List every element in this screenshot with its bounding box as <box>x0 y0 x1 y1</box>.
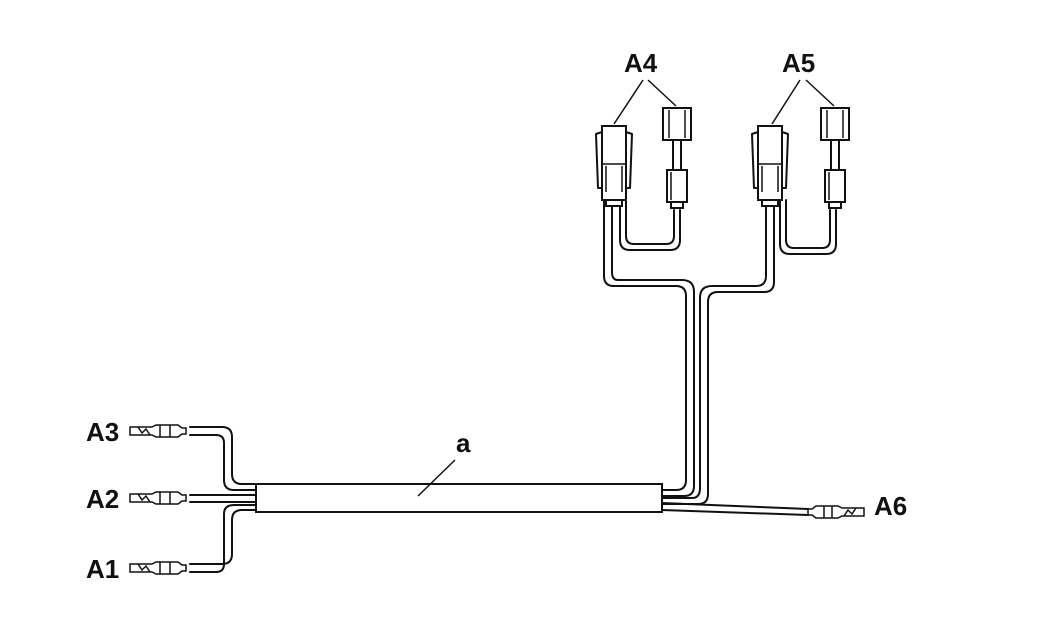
branch-a3-wire <box>189 426 257 491</box>
trunk-wires <box>603 199 775 505</box>
branch-a1-wire <box>189 504 257 573</box>
a5-leader-lines <box>771 79 835 125</box>
connector-a4-female <box>595 125 633 207</box>
terminal-a1 <box>129 561 187 575</box>
connector-a4-male <box>662 107 692 209</box>
connector-a5-male <box>820 107 850 209</box>
a4-loop-wire-inner <box>625 199 675 245</box>
harness-sleeve <box>255 483 663 513</box>
a5-loop-wire-inner <box>785 199 831 249</box>
terminal-a6 <box>807 505 865 519</box>
label-sleeve: a <box>456 428 471 458</box>
label-a3: A3 <box>86 417 119 447</box>
a4-leader-lines <box>613 79 677 125</box>
label-a6: A6 <box>874 491 907 521</box>
label-a1: A1 <box>86 554 119 584</box>
branch-a2-wire <box>189 494 257 503</box>
terminal-a2 <box>129 491 187 505</box>
sleeve-leader-line <box>417 459 456 497</box>
terminal-a3 <box>129 424 187 438</box>
label-a2: A2 <box>86 484 119 514</box>
connector-a5-female <box>751 125 789 207</box>
label-a4: A4 <box>624 48 658 78</box>
a5-loop-wire <box>779 199 837 255</box>
a4-loop-wire <box>619 199 681 251</box>
label-a5: A5 <box>782 48 815 78</box>
